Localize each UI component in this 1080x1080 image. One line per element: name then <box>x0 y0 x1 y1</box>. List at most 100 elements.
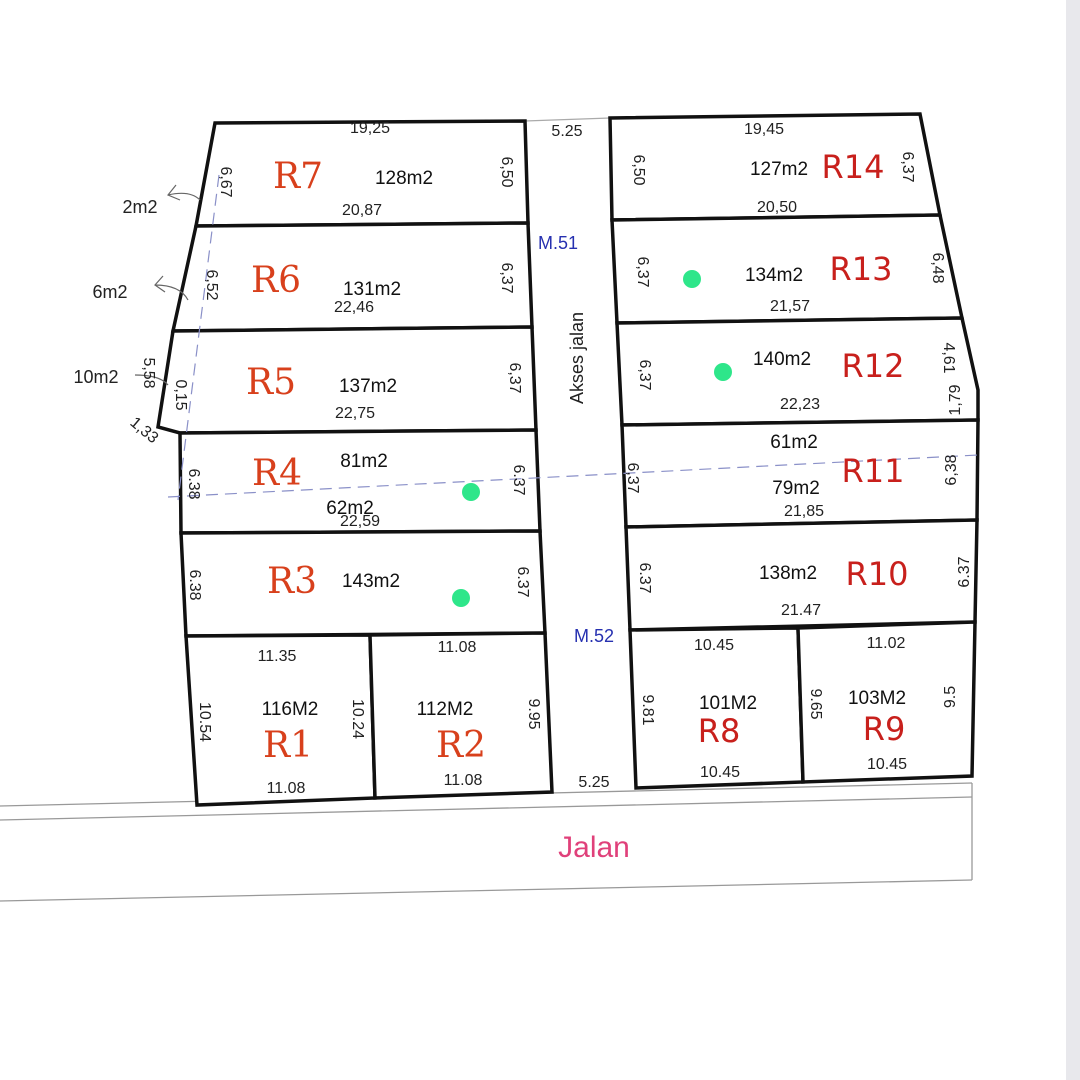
plot-area-r12: 140m2 <box>753 349 811 370</box>
cutoff-r5: 10m2 <box>73 367 118 387</box>
cutoff-r7: 2m2 <box>122 197 157 217</box>
plot-area-r2: 112M2 <box>417 699 474 720</box>
dim-r14-left: 6,50 <box>630 154 647 185</box>
access-width-top: 5.25 <box>551 123 582 140</box>
access-road-edge <box>524 117 611 122</box>
dim-r9-right: 9.5 <box>942 686 959 708</box>
plot-area-r10: 138m2 <box>759 563 817 584</box>
dim-r8-left: 9.81 <box>639 694 656 725</box>
plot-area-r13: 134m2 <box>745 265 803 286</box>
plot-label-r8: R8 <box>698 712 741 750</box>
dim-r2-top: 11.08 <box>438 639 477 656</box>
dim-r6-left: 6,52 <box>203 269 220 300</box>
plot-area-r4: 81m2 <box>340 451 388 472</box>
plot-area-r11-lower: 79m2 <box>772 478 820 499</box>
plot-area-r9: 103M2 <box>848 688 906 709</box>
dim-r13-right: 6,48 <box>929 252 946 283</box>
dashed-boundary-vertical <box>177 174 220 501</box>
access-road-label: Akses jalan <box>567 312 587 404</box>
plot-label-r13: R13 <box>830 250 893 288</box>
road-jalan <box>0 782 973 902</box>
dim-r9-top: 11.02 <box>867 635 906 652</box>
dim-r14-right: 6,37 <box>899 151 916 182</box>
dim-r14-bottom: 20,50 <box>757 199 797 216</box>
dim-r8-bottom: 10.45 <box>700 764 740 781</box>
cutoff-arrows <box>134 184 201 386</box>
dim-r2-right: 9.95 <box>525 698 542 729</box>
plot-r9[interactable] <box>796 620 977 784</box>
dim-r8-top: 10.45 <box>694 637 734 654</box>
dim-r12-left: 6,37 <box>636 359 653 390</box>
plot-label-r6: R6 <box>251 260 301 301</box>
dim-r13-left: 6,37 <box>634 256 651 287</box>
cutoff-r6: 6m2 <box>92 282 127 302</box>
dim-r6-right: 6,37 <box>498 262 515 293</box>
plot-r12[interactable] <box>615 316 980 427</box>
dim-r5-left-inner: 0,15 <box>172 379 189 410</box>
plot-label-r14: R14 <box>822 148 885 186</box>
plot-label-r11: R11 <box>842 452 905 490</box>
dim-r5-bottom: 22,75 <box>335 405 375 422</box>
dim-r10-right: 6.37 <box>956 556 973 587</box>
dim-r9-left: 9.65 <box>807 688 824 719</box>
dim-r7-left: 6,67 <box>217 166 234 197</box>
dim-r3-left: 6.38 <box>186 569 203 600</box>
dim-r13-bottom: 21,57 <box>770 298 810 315</box>
dashed-boundary-horizontal <box>167 454 979 498</box>
dim-r12-bottom: 22,23 <box>780 396 820 413</box>
dim-r1-right: 10.24 <box>349 699 366 739</box>
green-markers <box>452 270 732 607</box>
plot-area-r3: 143m2 <box>342 571 400 592</box>
plot-r2[interactable] <box>368 631 554 800</box>
dim-r14-top: 19,45 <box>744 121 784 138</box>
dim-r9-bottom: 10.45 <box>867 756 907 773</box>
dim-r11-bottom: 21,85 <box>784 503 824 520</box>
dim-r4-left: 6.38 <box>185 468 202 499</box>
plot-label-r7: R7 <box>273 156 323 197</box>
plot-label-r2: R2 <box>436 725 486 766</box>
plot-area-r4-lower: 62m2 <box>326 498 374 519</box>
dim-r10-bottom: 21.47 <box>781 602 821 619</box>
dim-r7-bottom: 20,87 <box>342 202 382 219</box>
dim-r10-left: 6.37 <box>636 562 653 593</box>
dim-r11-left: 6,37 <box>624 462 641 493</box>
access-width-bottom: 5.25 <box>578 774 609 791</box>
plot-label-r9: R9 <box>863 710 906 748</box>
plot-label-r1: R1 <box>263 725 313 766</box>
marker-m51: M.51 <box>538 233 578 253</box>
marker-m52: M.52 <box>574 626 614 646</box>
plot-area-r11: 61m2 <box>770 432 818 453</box>
green-dot <box>462 483 480 501</box>
dim-r12-right-upper: 4,61 <box>940 342 957 373</box>
dim-r4-bottom: 22,59 <box>340 513 380 530</box>
dim-r5-chamfer: 1,33 <box>127 414 162 447</box>
plot-area-r7: 128m2 <box>375 168 433 189</box>
plot-area-r14: 127m2 <box>750 159 808 180</box>
plot-label-r10: R10 <box>846 555 909 593</box>
dim-r1-bottom: 11.08 <box>267 780 306 797</box>
plot-area-r6: 131m2 <box>343 279 401 300</box>
green-dot <box>683 270 701 288</box>
edge-bar <box>1066 0 1080 1080</box>
dim-r11-right: 6,38 <box>943 454 960 485</box>
dim-r7-top: 19,25 <box>350 120 390 137</box>
dim-r2-bottom: 11.08 <box>444 772 483 789</box>
dim-r5-right: 6,37 <box>506 362 523 393</box>
dim-r1-left: 10.54 <box>196 702 213 742</box>
plot-label-r5: R5 <box>246 362 296 403</box>
road-label: Jalan <box>558 831 630 864</box>
plot-label-r12: R12 <box>842 347 905 385</box>
dim-r1-top: 11.35 <box>258 648 297 665</box>
plot-label-r3: R3 <box>267 561 317 602</box>
dim-r12-right-lower: 1,79 <box>947 384 964 415</box>
plot-area-r8: 101M2 <box>699 693 757 714</box>
plot-label-r4: R4 <box>252 453 302 494</box>
dim-r4-right: 6.37 <box>510 464 527 495</box>
plot-area-r1: 116M2 <box>262 699 319 720</box>
dim-r6-bottom: 22,46 <box>334 299 374 316</box>
green-dot <box>452 589 470 607</box>
plot-area-r5: 137m2 <box>339 376 397 397</box>
dim-r3-right: 6.37 <box>514 566 531 597</box>
green-dot <box>714 363 732 381</box>
